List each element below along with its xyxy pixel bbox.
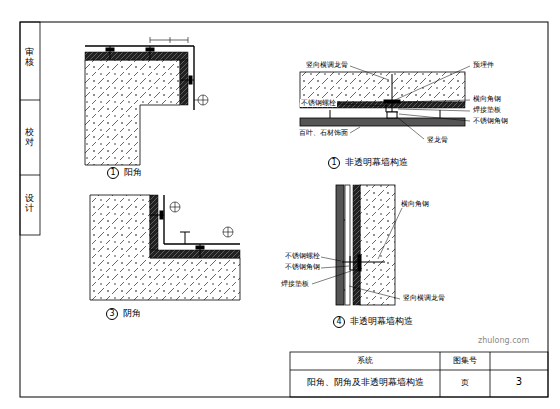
part-label: 焊接垫板 xyxy=(280,280,310,288)
part-label: 不锈钢螺栓 xyxy=(300,99,337,107)
part-label: 横向角钢 xyxy=(400,200,430,208)
callout-number: 4 xyxy=(333,316,345,328)
page-number: 3 xyxy=(516,376,522,388)
detail-title: 非透明幕墙构造 xyxy=(345,157,408,168)
part-label: 竖向横调龙骨 xyxy=(305,61,349,69)
sign-label: 设计 xyxy=(25,194,34,214)
external-corner-detail xyxy=(85,37,208,165)
title-block-cell: 系统 xyxy=(357,356,373,366)
part-label: 竖向横调龙骨 xyxy=(402,294,446,302)
sign-label: 校对 xyxy=(25,128,34,148)
detail-title: 非透明幕墙构造 xyxy=(350,316,413,327)
detail-title: 阳角 xyxy=(124,167,142,178)
title-block-cell: 页 xyxy=(461,378,469,388)
part-label: 不锈钢角钢 xyxy=(472,117,509,125)
sheet-frame xyxy=(20,22,548,397)
sheet-title: 阳角、阴角及非透明幕墙构造 xyxy=(307,377,424,388)
callout-number: 1 xyxy=(328,157,340,169)
part-label: 不锈钢螺栓 xyxy=(284,252,321,260)
title-block xyxy=(290,352,548,397)
internal-corner-detail xyxy=(90,195,240,300)
part-label: 横向角钢 xyxy=(472,95,502,103)
part-label: 不锈钢角钢 xyxy=(284,263,321,271)
curtain-wall-vertical-section xyxy=(312,185,402,305)
callout-number: 1 xyxy=(107,167,119,179)
part-label: 预埋件 xyxy=(472,61,495,69)
part-label: 百叶、石材饰面 xyxy=(298,129,349,137)
callout-number: 3 xyxy=(106,308,118,320)
sign-label: 审核 xyxy=(25,48,34,68)
watermark: zhulong.com xyxy=(478,336,529,346)
part-label: 焊接垫板 xyxy=(472,106,502,114)
detail-title: 阴角 xyxy=(123,308,141,319)
sign-strip xyxy=(20,22,40,235)
part-label: 竖龙骨 xyxy=(426,136,449,144)
title-block-cell: 图集号 xyxy=(453,356,477,366)
